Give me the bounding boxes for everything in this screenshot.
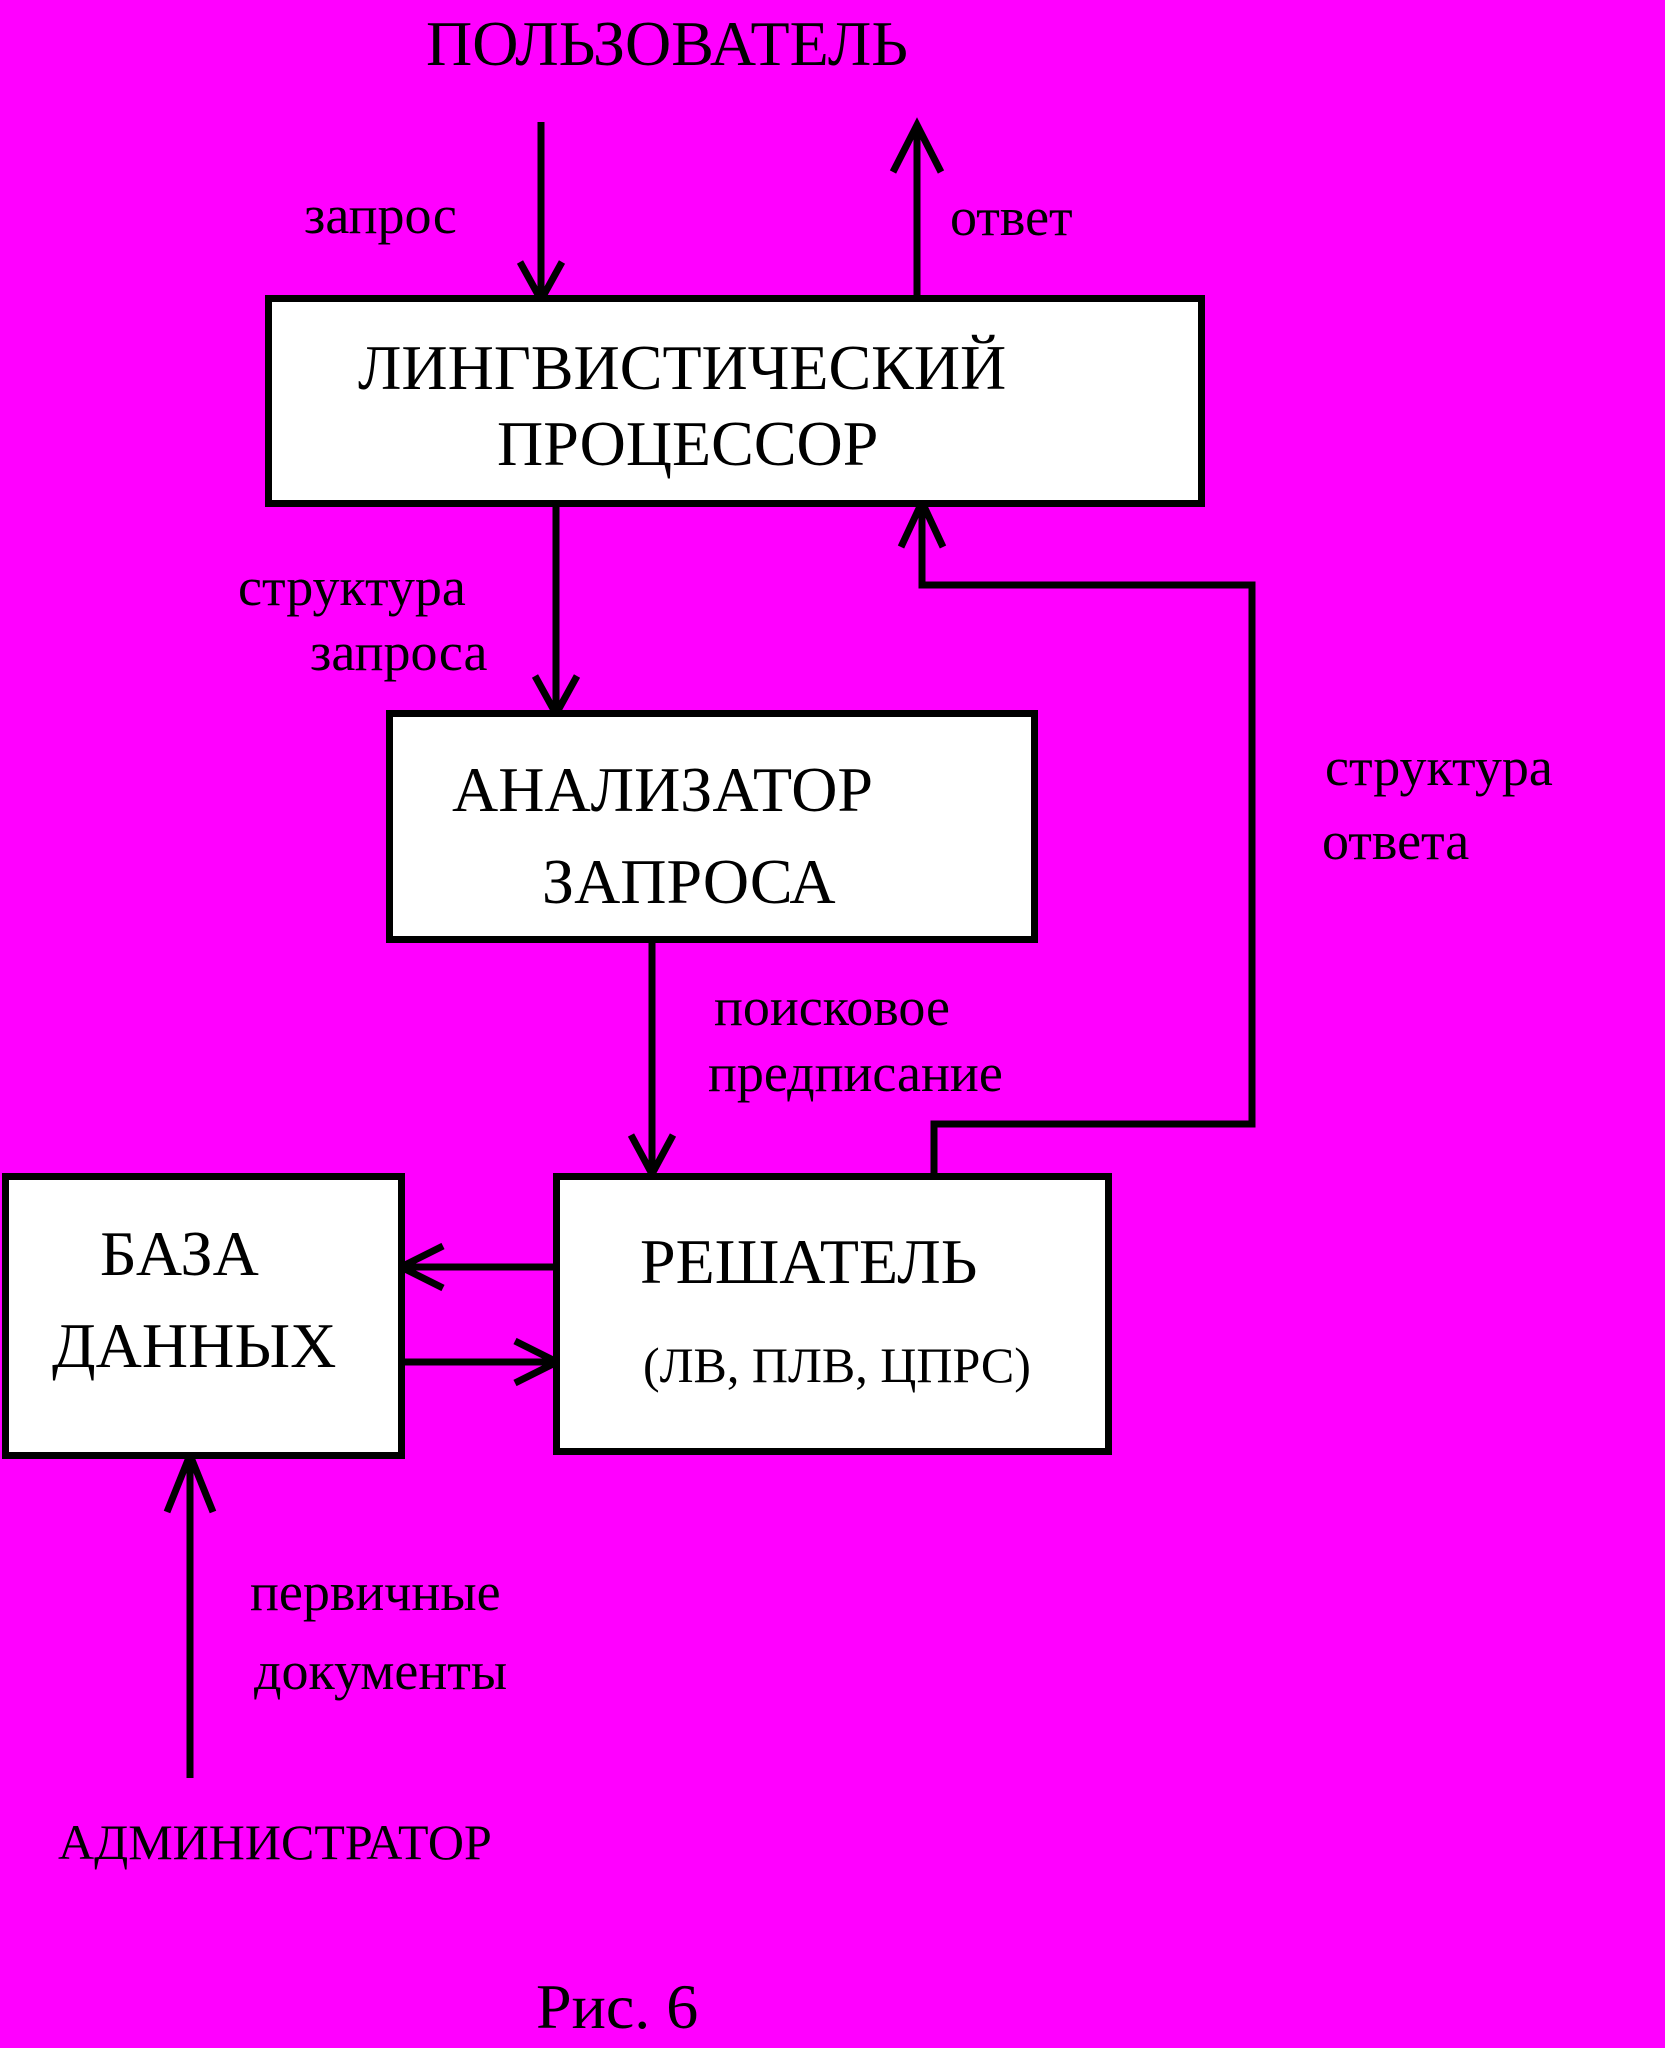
primary-docs-label-line2: документы — [254, 1641, 508, 1701]
figure-caption: Рис. 6 — [536, 1971, 699, 2042]
query-structure-label-line1: структура — [238, 557, 466, 617]
linguistic-processor-label-line2: ПРОЦЕССОР — [497, 408, 879, 479]
answer-label: ответ — [950, 187, 1073, 247]
solver-methods-label: (ЛВ, ПЛВ, ЦПРС) — [643, 1337, 1031, 1393]
answer-arrowhead — [889, 117, 945, 174]
search-prescription-label-line2: предписание — [708, 1043, 1003, 1103]
solver-box — [553, 1173, 1112, 1455]
search-prescription-label-line1: поисковое — [714, 977, 951, 1037]
linguistic-processor-label-line1: ЛИНГВИСТИЧЕСКИЙ — [358, 332, 1007, 403]
answer-structure-line — [918, 502, 1256, 1174]
query-analyzer-label-line2: ЗАПРОСА — [542, 846, 836, 917]
query-analyzer-box — [386, 710, 1038, 943]
answer-structure-label-line2: ответа — [1322, 811, 1470, 871]
database-label-line2: ДАННЫХ — [52, 1310, 337, 1381]
user-label: ПОЛЬЗОВАТЕЛЬ — [426, 8, 908, 79]
administrator-label: АДМИНИСТРАТОР — [58, 1814, 492, 1870]
answer-structure-label-line1: структура — [1325, 737, 1553, 797]
primary-docs-label-line1: первичные — [250, 1562, 501, 1622]
query-structure-label-line2: запроса — [310, 622, 488, 682]
database-label-line1: БАЗА — [100, 1218, 259, 1289]
request-label: запрос — [304, 185, 457, 245]
query-analyzer-label-line1: АНАЛИЗАТОР — [452, 754, 873, 825]
solver-label: РЕШАТЕЛЬ — [640, 1226, 978, 1297]
linguistic-processor-box — [265, 295, 1205, 507]
database-box — [2, 1173, 405, 1459]
